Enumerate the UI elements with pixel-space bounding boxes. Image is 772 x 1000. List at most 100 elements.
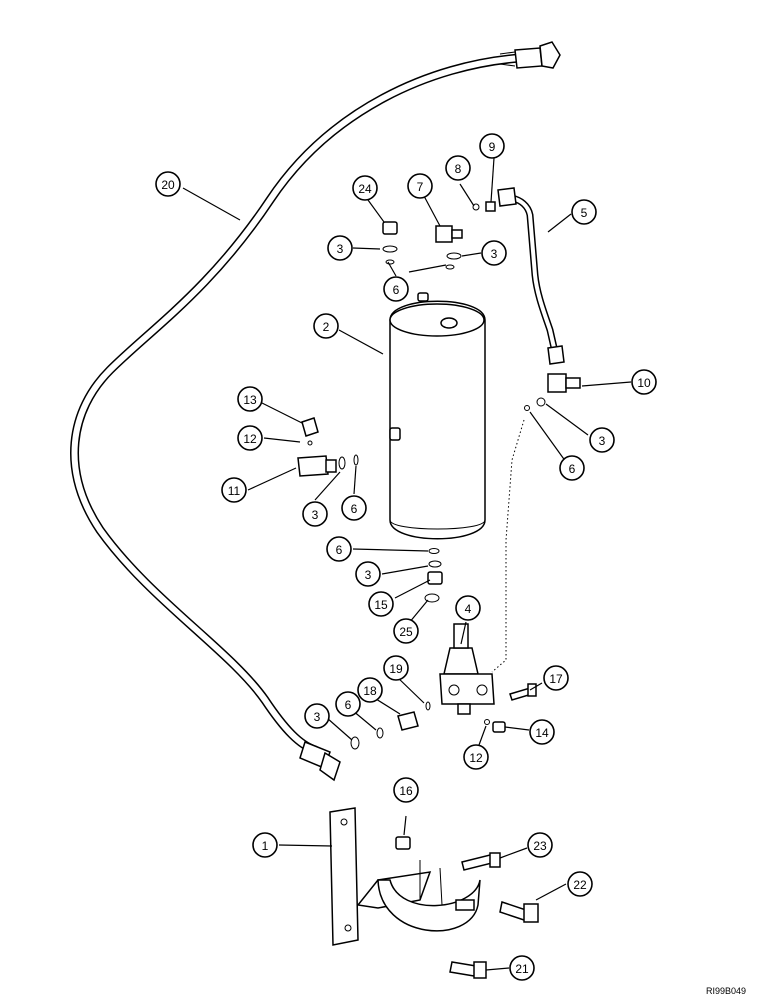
callout-c6c: 6 xyxy=(559,455,585,481)
callout-circle xyxy=(393,618,419,644)
callout-label: 3 xyxy=(314,710,321,724)
callout-label: 3 xyxy=(337,242,344,256)
callout-label: 6 xyxy=(336,543,343,557)
callout-c20: 20 xyxy=(155,171,181,197)
callout-circle xyxy=(509,955,535,981)
callout-label: 18 xyxy=(363,684,377,698)
callout-c3d: 3 xyxy=(589,427,615,453)
callout-circle xyxy=(445,155,471,181)
callout-c1: 1 xyxy=(252,832,278,858)
callout-circle xyxy=(393,777,419,803)
fittings xyxy=(297,201,581,979)
callout-circle xyxy=(529,719,555,745)
callout-label: 1 xyxy=(262,839,269,853)
callout-c2: 2 xyxy=(313,313,339,339)
callout-circle xyxy=(383,276,409,302)
callout-c7: 7 xyxy=(407,173,433,199)
callout-circle xyxy=(252,832,278,858)
callout-c12b: 12 xyxy=(463,744,489,770)
callout-c24: 24 xyxy=(352,175,378,201)
callout-label: 14 xyxy=(535,726,549,740)
callout-c9: 9 xyxy=(479,133,505,159)
callout-circle xyxy=(352,175,378,201)
callout-c25: 25 xyxy=(393,618,419,644)
callout-circle xyxy=(383,655,409,681)
callout-circle xyxy=(571,199,597,225)
callout-label: 9 xyxy=(489,140,496,154)
callout-label: 12 xyxy=(243,432,257,446)
callout-label: 10 xyxy=(637,376,651,390)
callout-c6a: 6 xyxy=(383,276,409,302)
air-tank xyxy=(389,292,486,540)
callout-circle xyxy=(304,703,330,729)
callout-c3c: 3 xyxy=(302,501,328,527)
callout-label: 21 xyxy=(515,962,529,976)
callout-c22: 22 xyxy=(567,871,593,897)
callout-circle xyxy=(463,744,489,770)
callout-circle xyxy=(455,595,481,621)
callout-c6e: 6 xyxy=(335,691,361,717)
callout-circle xyxy=(237,425,263,451)
callout-c18: 18 xyxy=(357,677,383,703)
tube-assembly xyxy=(497,187,565,365)
callout-circle xyxy=(481,240,507,266)
callout-label: 3 xyxy=(599,434,606,448)
callout-c12a: 12 xyxy=(237,425,263,451)
callout-label: 17 xyxy=(549,672,563,686)
callout-label: 6 xyxy=(569,462,576,476)
callout-label: 23 xyxy=(533,839,547,853)
callout-c14: 14 xyxy=(529,719,555,745)
callout-c6b: 6 xyxy=(341,495,367,521)
callout-label: 8 xyxy=(455,162,462,176)
callout-c3b: 3 xyxy=(481,240,507,266)
mounting-bracket xyxy=(329,807,481,946)
callout-circle xyxy=(407,173,433,199)
callout-label: 13 xyxy=(243,393,257,407)
callout-label: 25 xyxy=(399,625,413,639)
callout-c21: 21 xyxy=(509,955,535,981)
callout-circle xyxy=(355,561,381,587)
callout-circle xyxy=(341,495,367,521)
callout-label: 3 xyxy=(491,247,498,261)
callout-circle xyxy=(327,235,353,261)
drawing-number: RI99B049 xyxy=(706,986,746,996)
callout-label: 12 xyxy=(469,751,483,765)
callout-label: 3 xyxy=(365,568,372,582)
callout-label: 22 xyxy=(573,878,587,892)
callout-circle xyxy=(313,313,339,339)
callout-c3f: 3 xyxy=(304,703,330,729)
callout-label: 19 xyxy=(389,662,403,676)
callout-c19: 19 xyxy=(383,655,409,681)
hose-assembly xyxy=(70,41,561,782)
callout-circle xyxy=(237,386,263,412)
callout-label: 24 xyxy=(358,182,372,196)
callout-label: 6 xyxy=(351,502,358,516)
callout-c13: 13 xyxy=(237,386,263,412)
callout-label: 15 xyxy=(374,598,388,612)
callout-circle xyxy=(326,536,352,562)
callout-c3a: 3 xyxy=(327,235,353,261)
callout-label: 5 xyxy=(581,206,588,220)
callout-circle xyxy=(155,171,181,197)
callout-c3e: 3 xyxy=(355,561,381,587)
callout-circle xyxy=(368,591,394,617)
callout-c10: 10 xyxy=(631,369,657,395)
callout-c4: 4 xyxy=(455,595,481,621)
callout-circle xyxy=(479,133,505,159)
callout-c6d: 6 xyxy=(326,536,352,562)
callout-circle xyxy=(357,677,383,703)
callout-circle xyxy=(302,501,328,527)
callout-label: 7 xyxy=(417,180,424,194)
callout-circle xyxy=(335,691,361,717)
callout-label: 20 xyxy=(161,178,175,192)
callout-circle xyxy=(221,477,247,503)
callout-circle xyxy=(543,665,569,691)
callout-c15: 15 xyxy=(368,591,394,617)
callout-label: 4 xyxy=(465,602,472,616)
callout-c11: 11 xyxy=(221,477,247,503)
callout-c17: 17 xyxy=(543,665,569,691)
callout-label: 6 xyxy=(393,283,400,297)
callout-circle xyxy=(589,427,615,453)
